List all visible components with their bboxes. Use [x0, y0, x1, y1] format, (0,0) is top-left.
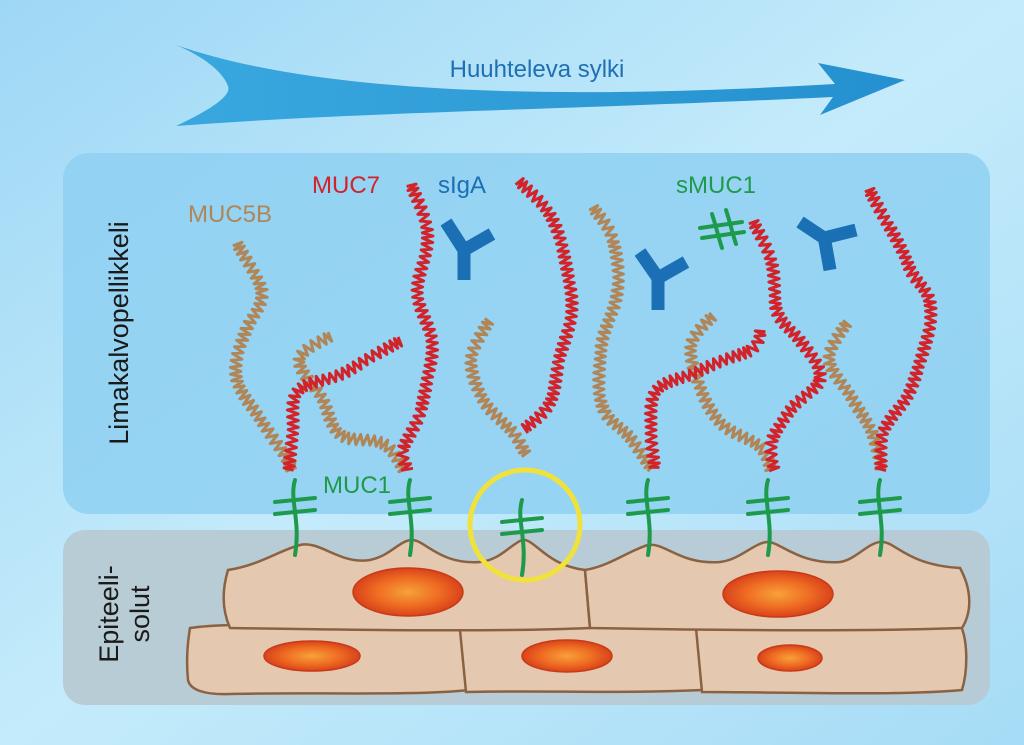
muc5b-chain	[588, 204, 657, 473]
epithelium-label-line1: Epiteeli-	[94, 565, 124, 663]
siga-antibody	[440, 218, 496, 280]
muc7-chain	[396, 182, 440, 472]
muc5b-chain	[822, 319, 887, 471]
muc5b-chain	[684, 311, 777, 472]
muc1-anchor	[500, 498, 544, 577]
muc5b-chain	[464, 317, 532, 458]
muc1-label: MUC1	[323, 472, 391, 499]
highlight-circle	[467, 467, 583, 583]
muc7-label: MUC7	[312, 172, 380, 199]
muc7-chain	[748, 219, 827, 473]
muc5b-chain	[292, 331, 410, 474]
saliva-flow-arrow	[176, 45, 905, 126]
muc1-anchor	[746, 478, 790, 557]
muc1-anchor	[273, 478, 317, 557]
siga-antibody	[634, 248, 690, 310]
muc7-chains	[282, 177, 938, 473]
muc1-anchor	[626, 478, 670, 557]
cell-nucleus	[521, 639, 613, 673]
muc5b-label: MUC5B	[188, 201, 272, 228]
cell-nucleus	[352, 567, 464, 617]
muc7-chain	[864, 186, 938, 473]
cell-nucleus	[722, 570, 834, 618]
smuc1-label: sMUC1	[676, 172, 756, 199]
siga-label: sIgA	[438, 172, 486, 199]
muc5b-chain	[228, 240, 298, 473]
epithelium-label-line2: solut	[125, 585, 155, 643]
muc1-anchors	[273, 478, 902, 577]
siga-antibody	[796, 216, 858, 272]
smuc1-molecule	[698, 208, 746, 250]
saliva-flow-label: Huuhteleva sylki	[450, 56, 625, 83]
muc1-anchor	[858, 478, 902, 557]
muc7-chain	[514, 177, 579, 434]
epithelial-cell	[694, 622, 968, 695]
mucosal-pellicle-label: Limakalvopellikkeli	[104, 221, 134, 445]
cell-nucleus	[757, 644, 823, 672]
muc7-chain	[644, 329, 767, 469]
muc5b-chains	[228, 204, 887, 474]
mucosal-pellicle-panel	[63, 153, 990, 514]
cell-nucleus	[263, 640, 361, 672]
epithelial-cells	[185, 538, 971, 696]
muc1-anchor	[388, 478, 432, 557]
muc7-chain	[282, 336, 404, 472]
